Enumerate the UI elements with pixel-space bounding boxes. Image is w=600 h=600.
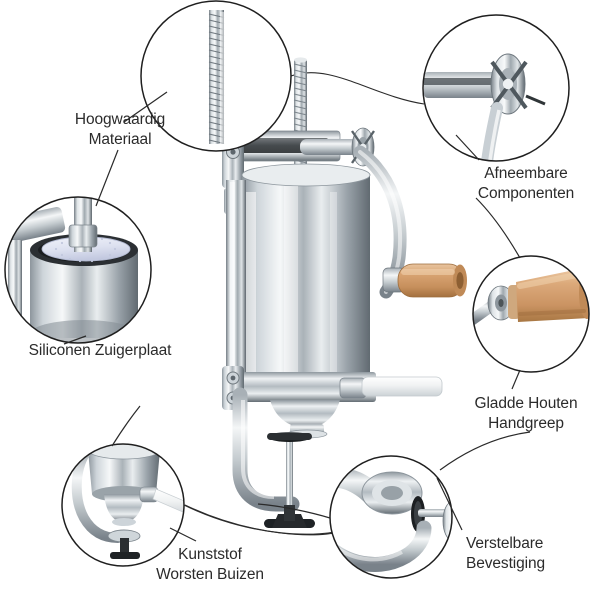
leader-high-quality-material [123,91,168,123]
callout-circle-silicone-piston-plate [4,196,152,344]
product-illustration [222,57,467,528]
connector-handle-to-crank [475,197,521,259]
screw-rod [293,57,308,180]
callout-circle-smooth-wooden-handle [472,255,590,373]
callout-label-detachable-components: Afneembare Componenten [477,165,575,202]
clamp-screw-handle [264,505,315,528]
connector-tubes-up [111,405,141,447]
wooden-grip [382,263,467,298]
callout-circle-high-quality-material [140,0,292,152]
leader-material-to-piston [95,149,119,207]
leader-detachable-components [455,134,480,161]
callout-label-smooth-wooden-handle: Gladde Houten Handgreep [474,395,578,432]
table-clamp [232,387,315,528]
steel-cylinder [241,163,371,385]
leader-smooth-wooden-handle [511,369,521,390]
leader-silicone-piston-plate [63,335,87,345]
callout-label-high-quality-material: Hoogwaardig Materiaal [74,111,166,148]
callout-circle-detachable-components [422,14,570,162]
leader-adjustable-mounting [436,477,463,531]
support-column [226,180,246,395]
connector-clamp-up [439,431,531,471]
callout-circle-plastic-sausage-tubes [61,443,185,567]
callout-circle-adjustable-mounting [329,455,453,579]
connector-clamp-to-base-line [257,503,331,519]
leader-plastic-sausage-tubes [169,527,197,542]
callout-label-adjustable-mounting: Verstelbare Bevestiging [466,535,546,572]
callout-label-silicone-piston-plate: Siliconen Zuigerplaat [28,342,172,359]
callout-label-plastic-sausage-tubes: Kunststof Worsten Buizen [156,546,264,583]
outlet-nozzle [270,376,443,439]
